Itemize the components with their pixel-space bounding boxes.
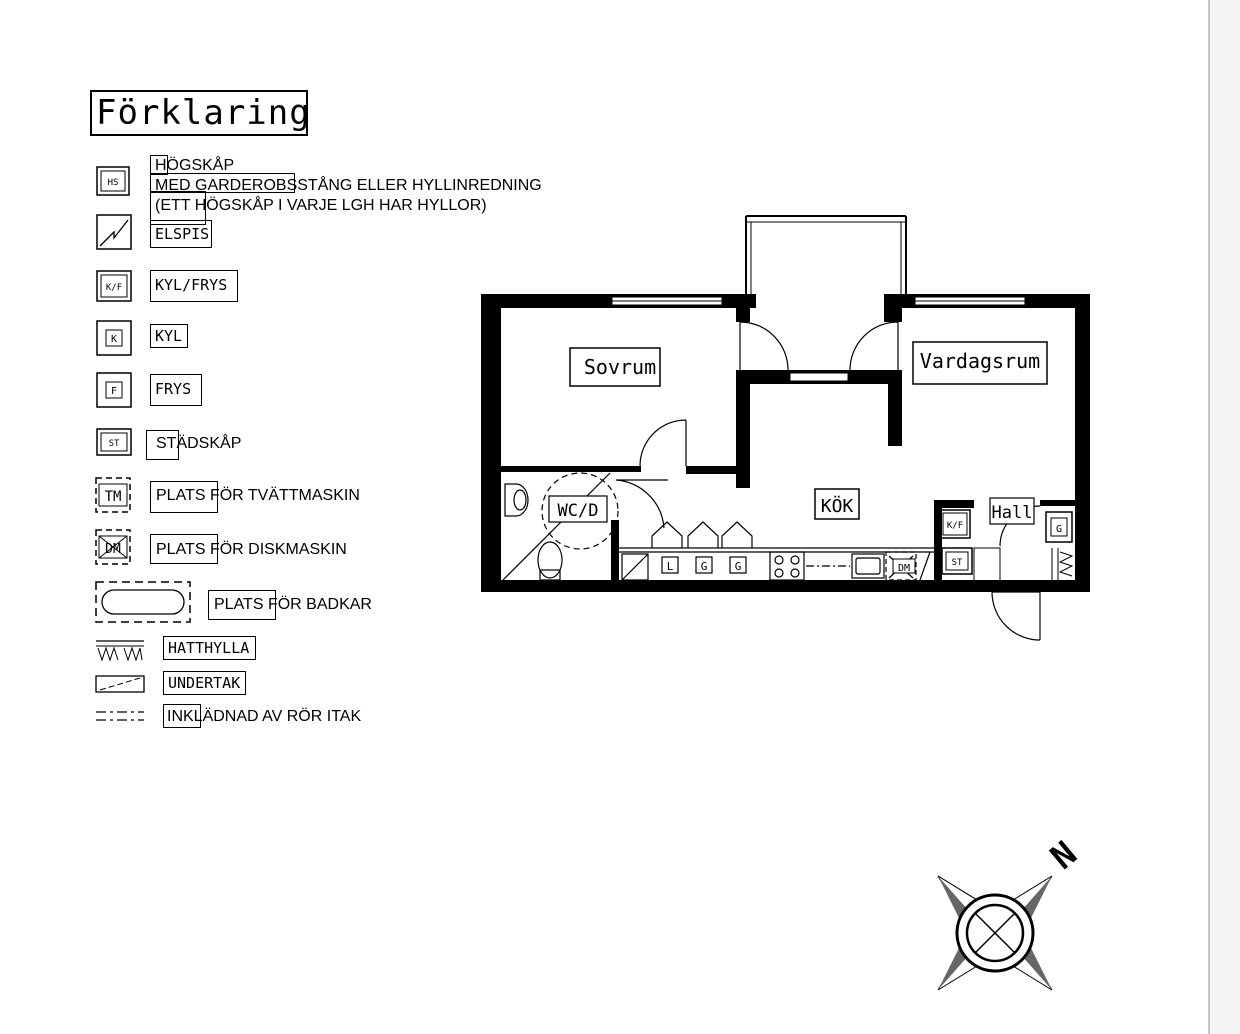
- fixture-g1: G: [701, 560, 708, 573]
- text-box-overlay: [163, 704, 201, 728]
- legend-label-hogskap-line2: MED GARDEROBSSTÅNG ELLER HYLLINREDNING: [155, 177, 542, 194]
- fixture-g2: G: [735, 560, 742, 573]
- frys-symbol: F: [96, 372, 132, 408]
- tvattmaskin-code: TM: [105, 489, 122, 505]
- legend-title: Förklaringar: [90, 90, 308, 136]
- legend-label-inkladnad: INKLÄDNAD AV RÖR ITAK: [167, 708, 362, 725]
- room-label-hall: Hall: [992, 503, 1033, 523]
- stadskap-code: ST: [109, 439, 120, 449]
- kitchen-counter: [619, 521, 934, 581]
- undertak-symbol: [95, 675, 145, 693]
- legend-label-diskmaskin: PLATS FÖR DISKMASKIN: [156, 541, 347, 558]
- room-label-kok: KÖK: [821, 495, 854, 517]
- outer-walls: [481, 294, 1090, 592]
- text-box-overlay: [208, 590, 276, 620]
- legend-label-elspis: ELSPIS: [150, 220, 212, 248]
- fixture-g-hall: G: [1056, 524, 1062, 535]
- floor-plan: L G G DM K/F ST G Sovrum Vardagsrum KÖK …: [481, 215, 1090, 641]
- badkar-symbol: [95, 581, 191, 623]
- elspis-symbol: [96, 214, 132, 250]
- fixture-l: L: [667, 560, 674, 573]
- frys-code: F: [111, 386, 117, 397]
- page-scroll-edge: [1208, 0, 1240, 1034]
- legend-label-hatthylla: HATTHYLLA: [163, 636, 256, 660]
- stadskap-symbol: ST: [96, 428, 132, 456]
- compass-rose: N: [937, 836, 1085, 991]
- room-label-sovrum: Sovrum: [584, 355, 656, 379]
- legend-label-frys: FRYS: [150, 374, 202, 406]
- legend-label-hogskap: HÖGSKÅP: [155, 157, 235, 174]
- interior-window: [789, 372, 849, 382]
- legend-label-kylfrys: KYL/FRYS: [150, 270, 238, 302]
- legend-label-undertak: UNDERTAK: [163, 671, 246, 695]
- balcony: [745, 215, 907, 296]
- kylfrys-code: K/F: [106, 283, 122, 293]
- text-box-overlay: [150, 155, 168, 175]
- text-box-overlay: [150, 191, 206, 225]
- fixture-st: ST: [952, 558, 963, 568]
- text-box-overlay: [146, 430, 179, 460]
- fixture-dm: DM: [898, 563, 910, 574]
- text-box-overlay: [150, 534, 218, 564]
- legend-label-stadskap: STÄDSKÅP: [156, 435, 242, 452]
- text-box-overlay: [150, 481, 218, 513]
- windows: [611, 296, 1026, 306]
- legend-label-hogskap-line3: (ETT HÖGSKÅP I VARJE LGH HAR HYLLOR): [155, 197, 487, 214]
- bathroom-fixtures: [502, 472, 619, 581]
- text-box-overlay: [150, 173, 295, 193]
- room-label-vardagsrum: Vardagsrum: [920, 349, 1040, 373]
- hogskap-code: HS: [108, 178, 119, 188]
- compass-north-label: N: [1043, 836, 1084, 878]
- kyl-symbol: K: [96, 320, 132, 356]
- kyl-code: K: [111, 334, 117, 345]
- legend-label-tvattmaskin: PLATS FÖR TVÄTTMASKIN: [156, 487, 360, 504]
- room-label-wc: WC/D: [558, 501, 599, 521]
- inkladnad-symbol: [96, 711, 144, 721]
- kylfrys-symbol: K/F: [96, 270, 132, 302]
- diskmaskin-code: DM: [105, 542, 121, 557]
- legend-label-kyl: KYL: [150, 324, 188, 348]
- hall-hatthylla: [1051, 548, 1074, 580]
- hogskap-symbol: HS: [96, 166, 130, 196]
- diskmaskin-symbol: DM: [95, 529, 131, 565]
- hatthylla-symbol: [96, 640, 144, 662]
- interior-walls: [501, 370, 1076, 582]
- legend-label-badkar: PLATS FÖR BADKAR: [214, 596, 372, 613]
- fixture-kf: K/F: [947, 521, 963, 531]
- tvattmaskin-symbol: TM: [95, 477, 131, 513]
